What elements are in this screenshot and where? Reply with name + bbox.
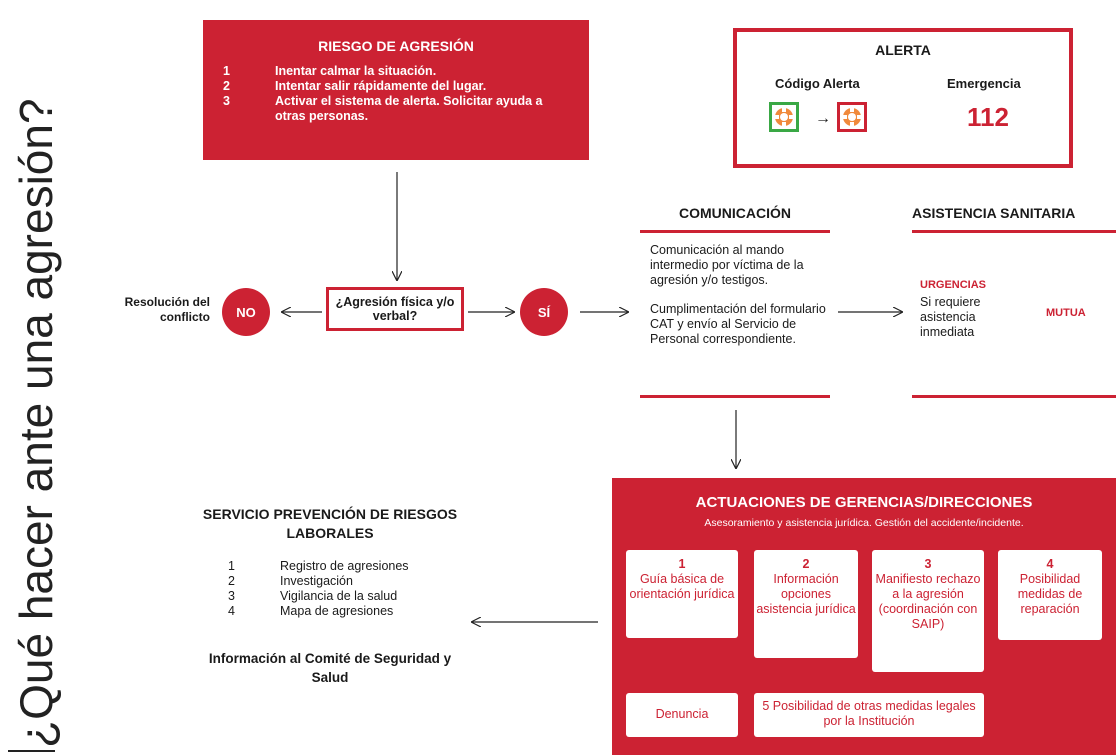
riesgo-box: RIESGO DE AGRESIÓN 1 Inentar calmar la si…: [203, 20, 589, 160]
emergencia-number: 112: [967, 102, 1009, 132]
servicio-item: 4 Mapa de agresiones: [228, 604, 460, 619]
actuaciones-subtitle: Asesoramiento y asistencia jurídica. Ges…: [704, 517, 1024, 529]
servicio-item-text: Mapa de agresiones: [280, 604, 394, 618]
servicio-item: 2 Investigación: [228, 574, 460, 589]
comunicacion-title: COMUNICACIÓN: [679, 205, 791, 221]
codigo-alerta-label: Código Alerta: [775, 76, 860, 91]
lifebuoy-icon: [769, 102, 799, 132]
comunicacion-text: Cumplimentación del formulario CAT y env…: [650, 302, 826, 346]
servicio-item-num: 4: [228, 604, 235, 618]
servicio-item: 3 Vigilancia de la salud: [228, 589, 460, 604]
riesgo-item-text: Inentar calmar la situación.: [275, 64, 437, 78]
alerta-box: ALERTA Código Alerta Emergencia → 112: [733, 28, 1073, 168]
riesgo-item: 1 Inentar calmar la situación.: [223, 64, 589, 79]
card-number: 1: [678, 557, 686, 571]
riesgo-title: RIESGO DE AGRESIÓN: [318, 38, 474, 54]
asistencia-title: ASISTENCIA SANITARIA: [912, 205, 1076, 221]
card-text: Manifiesto rechazo a la agresión (coordi…: [875, 572, 981, 631]
riesgo-item-num: 3: [223, 94, 230, 108]
emergencia-label: Emergencia: [947, 76, 1021, 91]
si-circle: SÍ: [520, 288, 568, 336]
actuacion-card: 3 Manifiesto rechazo a la agresión (coor…: [872, 550, 984, 672]
card-number: 3: [924, 557, 932, 571]
riesgo-item-num: 2: [223, 79, 230, 93]
riesgo-list: 1 Inentar calmar la situación. 2 Intentar …: [203, 64, 589, 124]
card-text: Información opciones asistencia jurídica: [756, 572, 856, 616]
alerta-title: ALERTA: [875, 42, 931, 58]
riesgo-item-text: Activar el sistema de alerta. Solicitar …: [275, 94, 543, 123]
riesgo-item: 3 Activar el sistema de alerta. Solicitar…: [223, 94, 589, 124]
card-number: 4: [1046, 557, 1054, 571]
servicio-item-num: 3: [228, 589, 235, 603]
servicio-item-num: 2: [228, 574, 235, 588]
servicio-item-text: Vigilancia de la salud: [280, 589, 398, 603]
actuacion-card: 2 Información opciones asistencia jurídi…: [754, 550, 858, 658]
title-underline: [8, 750, 55, 752]
card-text: Posibilidad medidas de reparación: [1017, 572, 1083, 616]
comunicacion-box: Comunicación al mando intermedio por víc…: [640, 230, 830, 398]
urgencias-text: Si requiere asistencia inmediata: [920, 295, 981, 339]
no-circle: NO: [222, 288, 270, 336]
actuacion-card: 4 Posibilidad medidas de reparación: [998, 550, 1102, 640]
actuacion-card: 1 Guía básica de orientación jurídica: [626, 550, 738, 638]
servicio-title: SERVICIO PREVENCIÓN DE RIESGOS LABORALES: [202, 506, 458, 541]
urgencias-label: URGENCIAS: [920, 279, 987, 291]
mutua-label: MUTUA: [1046, 307, 1086, 319]
denuncia-card: Denuncia: [626, 693, 738, 737]
servicio-item-text: Registro de agresiones: [280, 559, 409, 573]
page-title: ¿Qué hacer ante una agresión?: [10, 98, 62, 748]
card-number: 2: [802, 557, 810, 571]
resolucion-label: Resolución del conflicto: [124, 295, 210, 324]
alerta-arrow: →: [815, 110, 831, 127]
servicio-item: 1 Registro de agresiones: [228, 559, 460, 574]
servicio-item-text: Investigación: [280, 574, 353, 588]
riesgo-item-text: Intentar salir rápidamente del lugar.: [275, 79, 487, 93]
lifebuoy-icon: [837, 102, 867, 132]
asistencia-box: URGENCIAS Si requiere asistencia inmedia…: [912, 230, 1116, 398]
servicio-item-num: 1: [228, 559, 235, 573]
informacion-comite: Información al Comité de Seguridad y Sal…: [208, 651, 452, 685]
servicio-list: 1 Registro de agresiones 2 Investigación 3…: [200, 559, 460, 619]
otras-medidas-card: 5 Posibilidad de otras medidas legales p…: [754, 693, 984, 737]
riesgo-item-num: 1: [223, 64, 230, 78]
riesgo-item: 2 Intentar salir rápidamente del lugar.: [223, 79, 589, 94]
servicio-prevencion: SERVICIO PREVENCIÓN DE RIESGOS LABORALES…: [200, 505, 460, 687]
question-box: ¿Agresión física y/o verbal?: [326, 287, 464, 331]
comunicacion-text: Comunicación al mando intermedio por víc…: [650, 243, 804, 287]
card-text: Guía básica de orientación jurídica: [629, 572, 735, 601]
actuaciones-title: ACTUACIONES DE GERENCIAS/DIRECCIONES: [695, 494, 1033, 511]
actuaciones-box: ACTUACIONES DE GERENCIAS/DIRECCIONES Ase…: [612, 478, 1116, 755]
